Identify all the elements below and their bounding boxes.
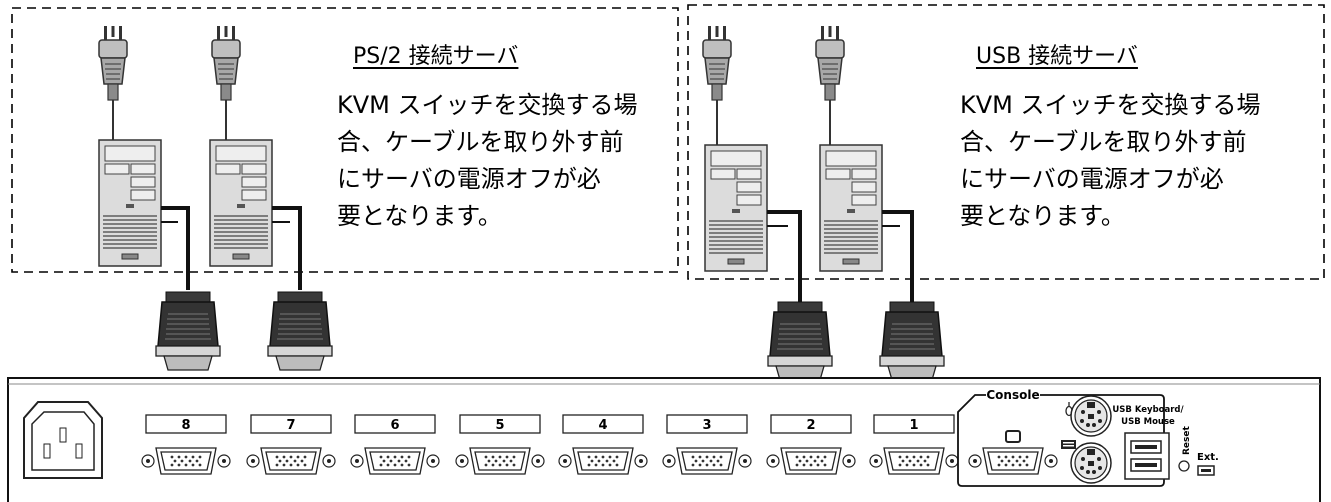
note-line: にサーバの電源オフが必	[337, 165, 601, 193]
ps2-cables	[161, 206, 302, 290]
kvm-port-2: 2	[766, 414, 856, 475]
vga-connector-icon	[767, 301, 833, 381]
ps2-server-1	[98, 25, 162, 267]
usb-cables	[767, 210, 914, 310]
port-label: 3	[702, 418, 711, 433]
usb-server-1	[702, 25, 768, 272]
ext-port-icon	[1197, 465, 1215, 476]
note-line: KVM スイッチを交換する場	[960, 91, 1261, 119]
ext-label: Ext.	[1197, 452, 1219, 463]
usb-section-note: KVM スイッチを交換する場 合、ケーブルを取り外す前 にサーバの電源オフが必 …	[960, 87, 1261, 235]
vga-connector-icon	[267, 291, 333, 371]
server-tower-icon	[209, 139, 273, 267]
power-plug-icon	[815, 25, 845, 101]
port-label: 4	[598, 418, 607, 433]
note-line: 合、ケーブルを取り外す前	[960, 128, 1247, 156]
keyboard-icon	[1061, 440, 1076, 449]
ps2-server-group-frame	[11, 7, 679, 273]
reset-button-icon	[1178, 460, 1190, 472]
note-line: 要となります。	[960, 202, 1125, 230]
kvm-port-4: 4	[558, 414, 648, 475]
port-label: 1	[909, 418, 918, 433]
power-plug-icon	[211, 25, 241, 101]
console-label: Console	[986, 388, 1039, 402]
note-line: 合、ケーブルを取り外す前	[337, 128, 624, 156]
vga-connector-icon	[155, 291, 221, 371]
ps2-section-title: PS/2 接続サーバ	[353, 44, 519, 69]
kvm-port-8: 8	[141, 414, 231, 475]
note-line: にサーバの電源オフが必	[960, 165, 1224, 193]
vga-connector-icon	[879, 301, 945, 381]
reset-label: Reset	[1182, 426, 1192, 455]
kvm-port-6: 6	[350, 414, 440, 475]
usb-label-line2: USB Mouse	[1121, 417, 1175, 427]
kvm-port-7: 7	[246, 414, 336, 475]
ps2-section-note: KVM スイッチを交換する場 合、ケーブルを取り外す前 にサーバの電源オフが必 …	[337, 87, 638, 235]
console-section: Console USB Keyboard/ USB Mouse	[957, 386, 1192, 487]
kvm-rear-panel: 8 7 6 5 4	[7, 377, 1321, 502]
usb-server-group-frame	[687, 4, 1325, 280]
power-plug-icon	[702, 25, 732, 101]
server-tower-icon	[98, 139, 162, 267]
usb-port-icon	[1124, 432, 1170, 480]
power-inlet-icon	[23, 401, 103, 479]
ps2-keyboard-port-icon	[1070, 442, 1112, 484]
kvm-port-5: 5	[455, 414, 545, 475]
port-label: 5	[495, 418, 504, 433]
port-label: 6	[390, 418, 399, 433]
ps2-mouse-port-icon	[1070, 395, 1112, 437]
kvm-port-3: 3	[662, 414, 752, 475]
usb-label-line1: USB Keyboard/	[1112, 405, 1184, 415]
port-label: 2	[806, 418, 815, 433]
monitor-icon	[1005, 430, 1021, 443]
server-tower-icon	[704, 144, 768, 272]
note-line: KVM スイッチを交換する場	[337, 91, 638, 119]
usb-section-title: USB 接続サーバ	[976, 44, 1138, 69]
note-line: 要となります。	[337, 202, 502, 230]
kvm-port-1: 1	[869, 414, 959, 475]
usb-server-2	[815, 25, 883, 272]
port-label: 7	[286, 418, 295, 433]
server-tower-icon	[819, 144, 883, 272]
ps2-server-2	[209, 25, 273, 267]
port-label: 8	[181, 418, 190, 433]
power-plug-icon	[98, 25, 128, 101]
